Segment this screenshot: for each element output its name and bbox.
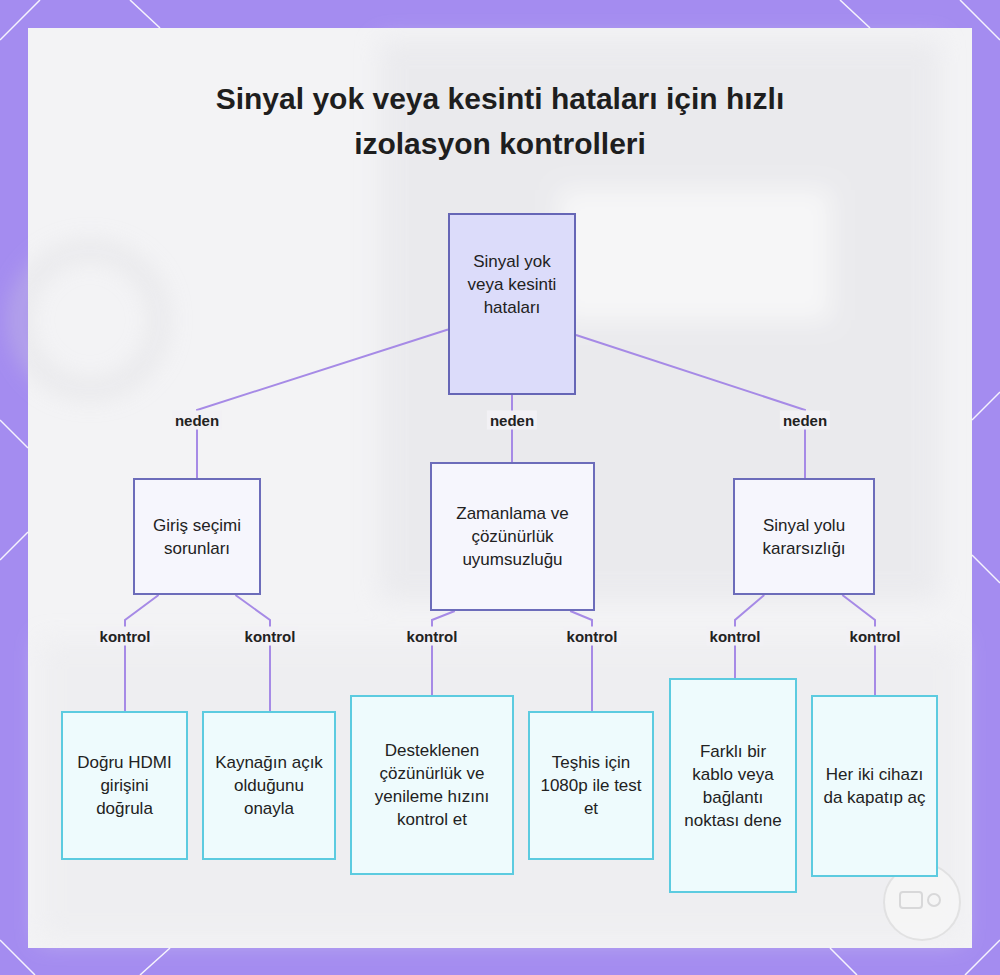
node-text: Farklı bir kablo veya bağlantı noktası d… bbox=[681, 740, 785, 832]
frame-line bbox=[130, 0, 160, 28]
check-box: Desteklenen çözünürlük ve yenileme hızın… bbox=[350, 695, 514, 875]
edge-label: neden bbox=[487, 411, 537, 430]
frame-line bbox=[972, 555, 1000, 583]
blur-shape bbox=[40, 640, 960, 940]
title: Sinyal yok veya kesinti hataları için hı… bbox=[200, 76, 800, 166]
check-box: Her iki cihazı da kapatıp aç bbox=[811, 695, 938, 877]
cause-box: Zamanlama ve çözünürlük uyumsuzluğu bbox=[430, 462, 595, 611]
edge-label: kontrol bbox=[242, 627, 299, 646]
frame-line bbox=[972, 392, 1000, 420]
frame-line bbox=[0, 532, 28, 560]
node-text: Doğru HDMI girişini doğrula bbox=[73, 751, 176, 820]
blur-shape bbox=[20, 250, 160, 390]
node-text: Zamanlama ve çözünürlük uyumsuzluğu bbox=[442, 502, 583, 571]
node-text: Sinyal yok veya kesinti hataları bbox=[460, 250, 564, 319]
check-box: Doğru HDMI girişini doğrula bbox=[61, 711, 188, 860]
connector bbox=[576, 335, 805, 478]
node-text: Sinyal yolu kararsızlığı bbox=[745, 514, 863, 560]
check-box: Farklı bir kablo veya bağlantı noktası d… bbox=[669, 678, 797, 893]
edge-label: neden bbox=[780, 411, 830, 430]
logo-icon bbox=[900, 892, 922, 908]
node-text: Giriş seçimi sorunları bbox=[145, 514, 249, 560]
frame-line bbox=[0, 0, 40, 40]
root-box: Sinyal yok veya kesinti hataları bbox=[448, 213, 576, 395]
cause-box: Sinyal yolu kararsızlığı bbox=[733, 478, 875, 595]
check-box: Kaynağın açık olduğunu onayla bbox=[202, 711, 336, 860]
edge-label: kontrol bbox=[707, 627, 764, 646]
node-text: Desteklenen çözünürlük ve yenileme hızın… bbox=[362, 739, 502, 831]
connector bbox=[432, 611, 455, 695]
edge-label: neden bbox=[172, 411, 222, 430]
connector bbox=[125, 595, 159, 711]
blur-shape bbox=[380, 40, 940, 600]
check-box: Teşhis için 1080p ile test et bbox=[528, 711, 654, 860]
logo-icon bbox=[928, 894, 940, 906]
frame-line bbox=[840, 0, 870, 28]
frame-line bbox=[965, 940, 1000, 975]
frame-line bbox=[0, 420, 28, 448]
frame-line bbox=[830, 948, 857, 975]
panel bbox=[28, 28, 972, 948]
edge-label: kontrol bbox=[564, 627, 621, 646]
connector bbox=[197, 329, 448, 478]
edge-label: kontrol bbox=[97, 627, 154, 646]
edge-label: kontrol bbox=[404, 627, 461, 646]
frame-line bbox=[0, 940, 35, 975]
blur-shape bbox=[560, 190, 830, 320]
edge-label: kontrol bbox=[847, 627, 904, 646]
node-text: Kaynağın açık olduğunu onayla bbox=[214, 751, 324, 820]
node-text: Her iki cihazı da kapatıp aç bbox=[823, 763, 926, 809]
frame-line bbox=[960, 0, 1000, 40]
node-text: Teşhis için 1080p ile test et bbox=[540, 751, 642, 820]
cause-box: Giriş seçimi sorunları bbox=[133, 478, 261, 595]
connector bbox=[235, 595, 270, 711]
blurred-photo bbox=[20, 40, 960, 940]
frame-line bbox=[140, 948, 170, 975]
